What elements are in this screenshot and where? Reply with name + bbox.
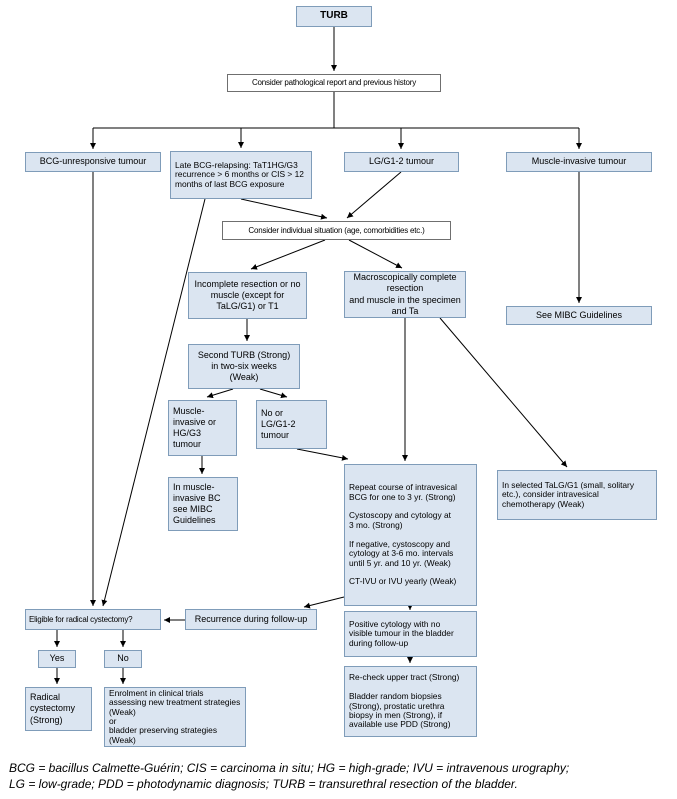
edge-situation-to-macro xyxy=(348,239,403,269)
edge-lgg12-to-situation xyxy=(346,171,402,219)
node-enrolment-trials: Enrolment in clinical trials assessing n… xyxy=(104,687,246,747)
node-lg-g12-tumour: LG/G1-2 tumour xyxy=(344,152,459,172)
node-radical-cystectomy: Radical cystectomy (Strong) xyxy=(25,687,92,731)
node-eligible-cystectomy: Eligible for radical cystectomy? xyxy=(25,609,161,630)
legend-line-2: LG = low-grade; PDD = photodynamic diagn… xyxy=(9,777,518,792)
edge-macro-to-selectedta xyxy=(439,317,568,468)
node-consider-report: Consider pathological report and previou… xyxy=(227,74,441,92)
node-see-mibc-guidelines: See MIBC Guidelines xyxy=(506,306,652,325)
node-yes: Yes xyxy=(38,650,76,668)
node-turb: TURB xyxy=(296,6,372,27)
edge-secondturb-to-nolg xyxy=(259,388,288,399)
node-selected-chemotherapy: In selected TaLG/G1 (small, solitary etc… xyxy=(497,470,657,520)
node-repeat-bcg-followup: Repeat course of intravesical BCG for on… xyxy=(344,464,477,606)
edge-secondturb-to-mihg xyxy=(206,388,234,399)
node-second-turb: Second TURB (Strong) in two-six weeks (W… xyxy=(188,344,300,389)
node-positive-cytology: Positive cytology with no visible tumour… xyxy=(344,611,477,657)
node-incomplete-resection: Incomplete resection or no muscle (excep… xyxy=(188,272,307,319)
edge-latebcg-to-eligible xyxy=(101,198,206,607)
legend-line-1: BCG = bacillus Calmette-Guérin; CIS = ca… xyxy=(9,761,570,775)
edge-repeat-to-recurrence xyxy=(303,596,345,609)
edge-nolg-to-repeat xyxy=(296,448,349,461)
node-complete-resection: Macroscopically complete resection and m… xyxy=(344,271,466,318)
edge-latebcg-to-situation xyxy=(240,198,328,220)
node-recheck-upper-tract: Re-check upper tract (Strong) Bladder ra… xyxy=(344,666,477,737)
node-no: No xyxy=(104,650,142,668)
node-no-lg-tumour: No or LG/G1-2 tumour xyxy=(256,400,327,449)
node-bcg-unresponsive: BCG-unresponsive tumour xyxy=(25,152,161,172)
node-late-bcg-relapsing: Late BCG-relapsing: TaT1HG/G3 recurrence… xyxy=(170,151,312,199)
node-muscle-invasive-hg: Muscle- invasive or HG/G3 tumour xyxy=(168,400,237,456)
node-recurrence-followup: Recurrence during follow-up xyxy=(185,609,317,630)
node-in-mi-see-mibc: In muscle- invasive BC see MIBC Guidelin… xyxy=(168,477,238,531)
node-muscle-invasive-tumour: Muscle-invasive tumour xyxy=(506,152,652,172)
abbreviation-legend: BCG = bacillus Calmette-Guérin; CIS = ca… xyxy=(9,760,669,792)
edge-situation-to-incomplete xyxy=(250,239,326,270)
node-individual-situation: Consider individual situation (age, como… xyxy=(222,221,451,240)
